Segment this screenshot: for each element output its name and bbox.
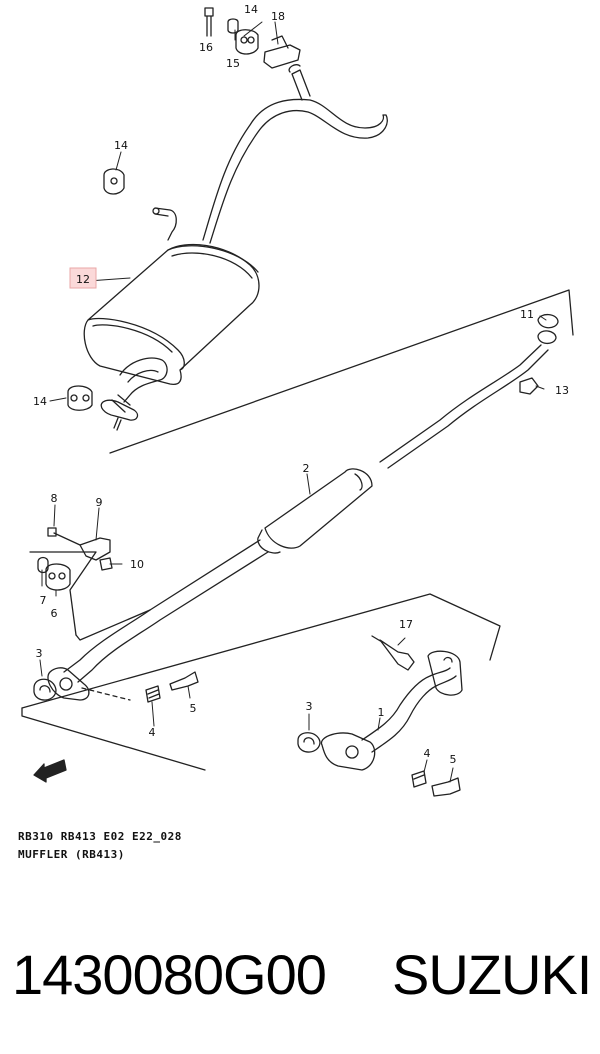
hanger-rubber-lower xyxy=(67,385,93,411)
spring-4-left xyxy=(145,685,161,703)
bolt-16 xyxy=(204,7,214,37)
callout-16: 16 xyxy=(199,41,213,54)
hanger-rubber-upper xyxy=(103,168,125,195)
callout-18: 18 xyxy=(271,10,285,23)
callout-11: 11 xyxy=(520,308,534,321)
center-pipe-flange-upper xyxy=(537,313,559,329)
front-pipe xyxy=(361,667,457,753)
rod xyxy=(75,609,151,641)
callout-6: 6 xyxy=(51,607,58,620)
gasket-3-left xyxy=(33,678,57,701)
gasket-3-right xyxy=(297,732,321,753)
callout-14-upper: 14 xyxy=(114,139,128,152)
callout-5-left: 5 xyxy=(190,702,197,715)
boundary-line xyxy=(109,289,574,454)
center-pipe xyxy=(379,344,549,469)
nut-10 xyxy=(99,557,113,571)
collar-7 xyxy=(37,556,49,574)
collar-15 xyxy=(227,18,239,34)
muffler-flange-stud xyxy=(113,417,122,431)
bracket-line xyxy=(29,551,97,636)
muffler-bracket xyxy=(263,35,301,69)
callout-17: 17 xyxy=(399,618,413,631)
callout-12: 12 xyxy=(76,273,90,286)
hanger-13 xyxy=(519,377,539,395)
center-pipe-lower xyxy=(63,539,269,683)
callout-15: 15 xyxy=(226,57,240,70)
callout-1: 1 xyxy=(378,706,385,719)
muffler-seam xyxy=(167,245,259,279)
callout-14-lower: 14 xyxy=(33,395,47,408)
bracket-9 xyxy=(79,537,111,561)
callout-10: 10 xyxy=(130,558,144,571)
diagram-code-caption: RB310 RB413 E02 E22_028 xyxy=(18,830,182,843)
guide-line xyxy=(81,687,131,701)
callout-13: 13 xyxy=(555,384,569,397)
front-arrow-icon xyxy=(33,759,67,783)
hanger-rubber-6 xyxy=(45,563,71,591)
callout-4-right: 4 xyxy=(424,747,431,760)
gasket-11 xyxy=(537,330,557,345)
flange-hole xyxy=(59,677,73,691)
bolt-5-left xyxy=(169,671,199,691)
callout-3-left: 3 xyxy=(36,647,43,660)
hanger-rubber-top xyxy=(235,29,259,55)
callout-9: 9 xyxy=(96,496,103,509)
callout-5-right: 5 xyxy=(450,753,457,766)
muffler-inlet-pipe xyxy=(111,357,168,413)
hanger-rod-end xyxy=(152,207,160,215)
oxygen-sensor-17 xyxy=(371,635,415,671)
spring-4-right xyxy=(411,770,427,788)
diagram-title-caption: MUFFLER (RB413) xyxy=(18,848,125,861)
callout-3-right: 3 xyxy=(306,700,313,713)
tail-pipe-tip xyxy=(291,69,311,101)
callout-7: 7 xyxy=(40,594,47,607)
bolt-8 xyxy=(47,527,81,546)
callout-8: 8 xyxy=(51,492,58,505)
bolt-5-right xyxy=(431,777,461,797)
front-pipe-flange-top xyxy=(427,650,463,696)
muffler-body xyxy=(83,243,260,386)
tail-pipe-hanger xyxy=(288,64,301,73)
brand-name: SUZUKI xyxy=(392,943,592,1006)
exhaust-parts-diagram: 12 14 14 14 16 15 18 11 13 2 8 9 10 7 6 … xyxy=(21,3,574,797)
highlight-part-12 xyxy=(69,267,97,289)
lower-boundary-left xyxy=(21,707,206,771)
lower-boundary xyxy=(21,593,501,709)
center-pipe-flange-lower xyxy=(47,667,90,701)
resonator xyxy=(257,468,373,554)
tail-pipe xyxy=(202,98,388,244)
part-number: 1430080G00 xyxy=(12,943,327,1006)
callout-2: 2 xyxy=(303,462,310,475)
callout-14-top: 14 xyxy=(244,3,258,16)
muffler-flange xyxy=(100,399,139,421)
callout-4-left: 4 xyxy=(149,726,156,739)
front-flange-hole xyxy=(345,745,359,759)
front-pipe-flange-bottom xyxy=(320,732,376,771)
leader-lines xyxy=(39,21,547,783)
